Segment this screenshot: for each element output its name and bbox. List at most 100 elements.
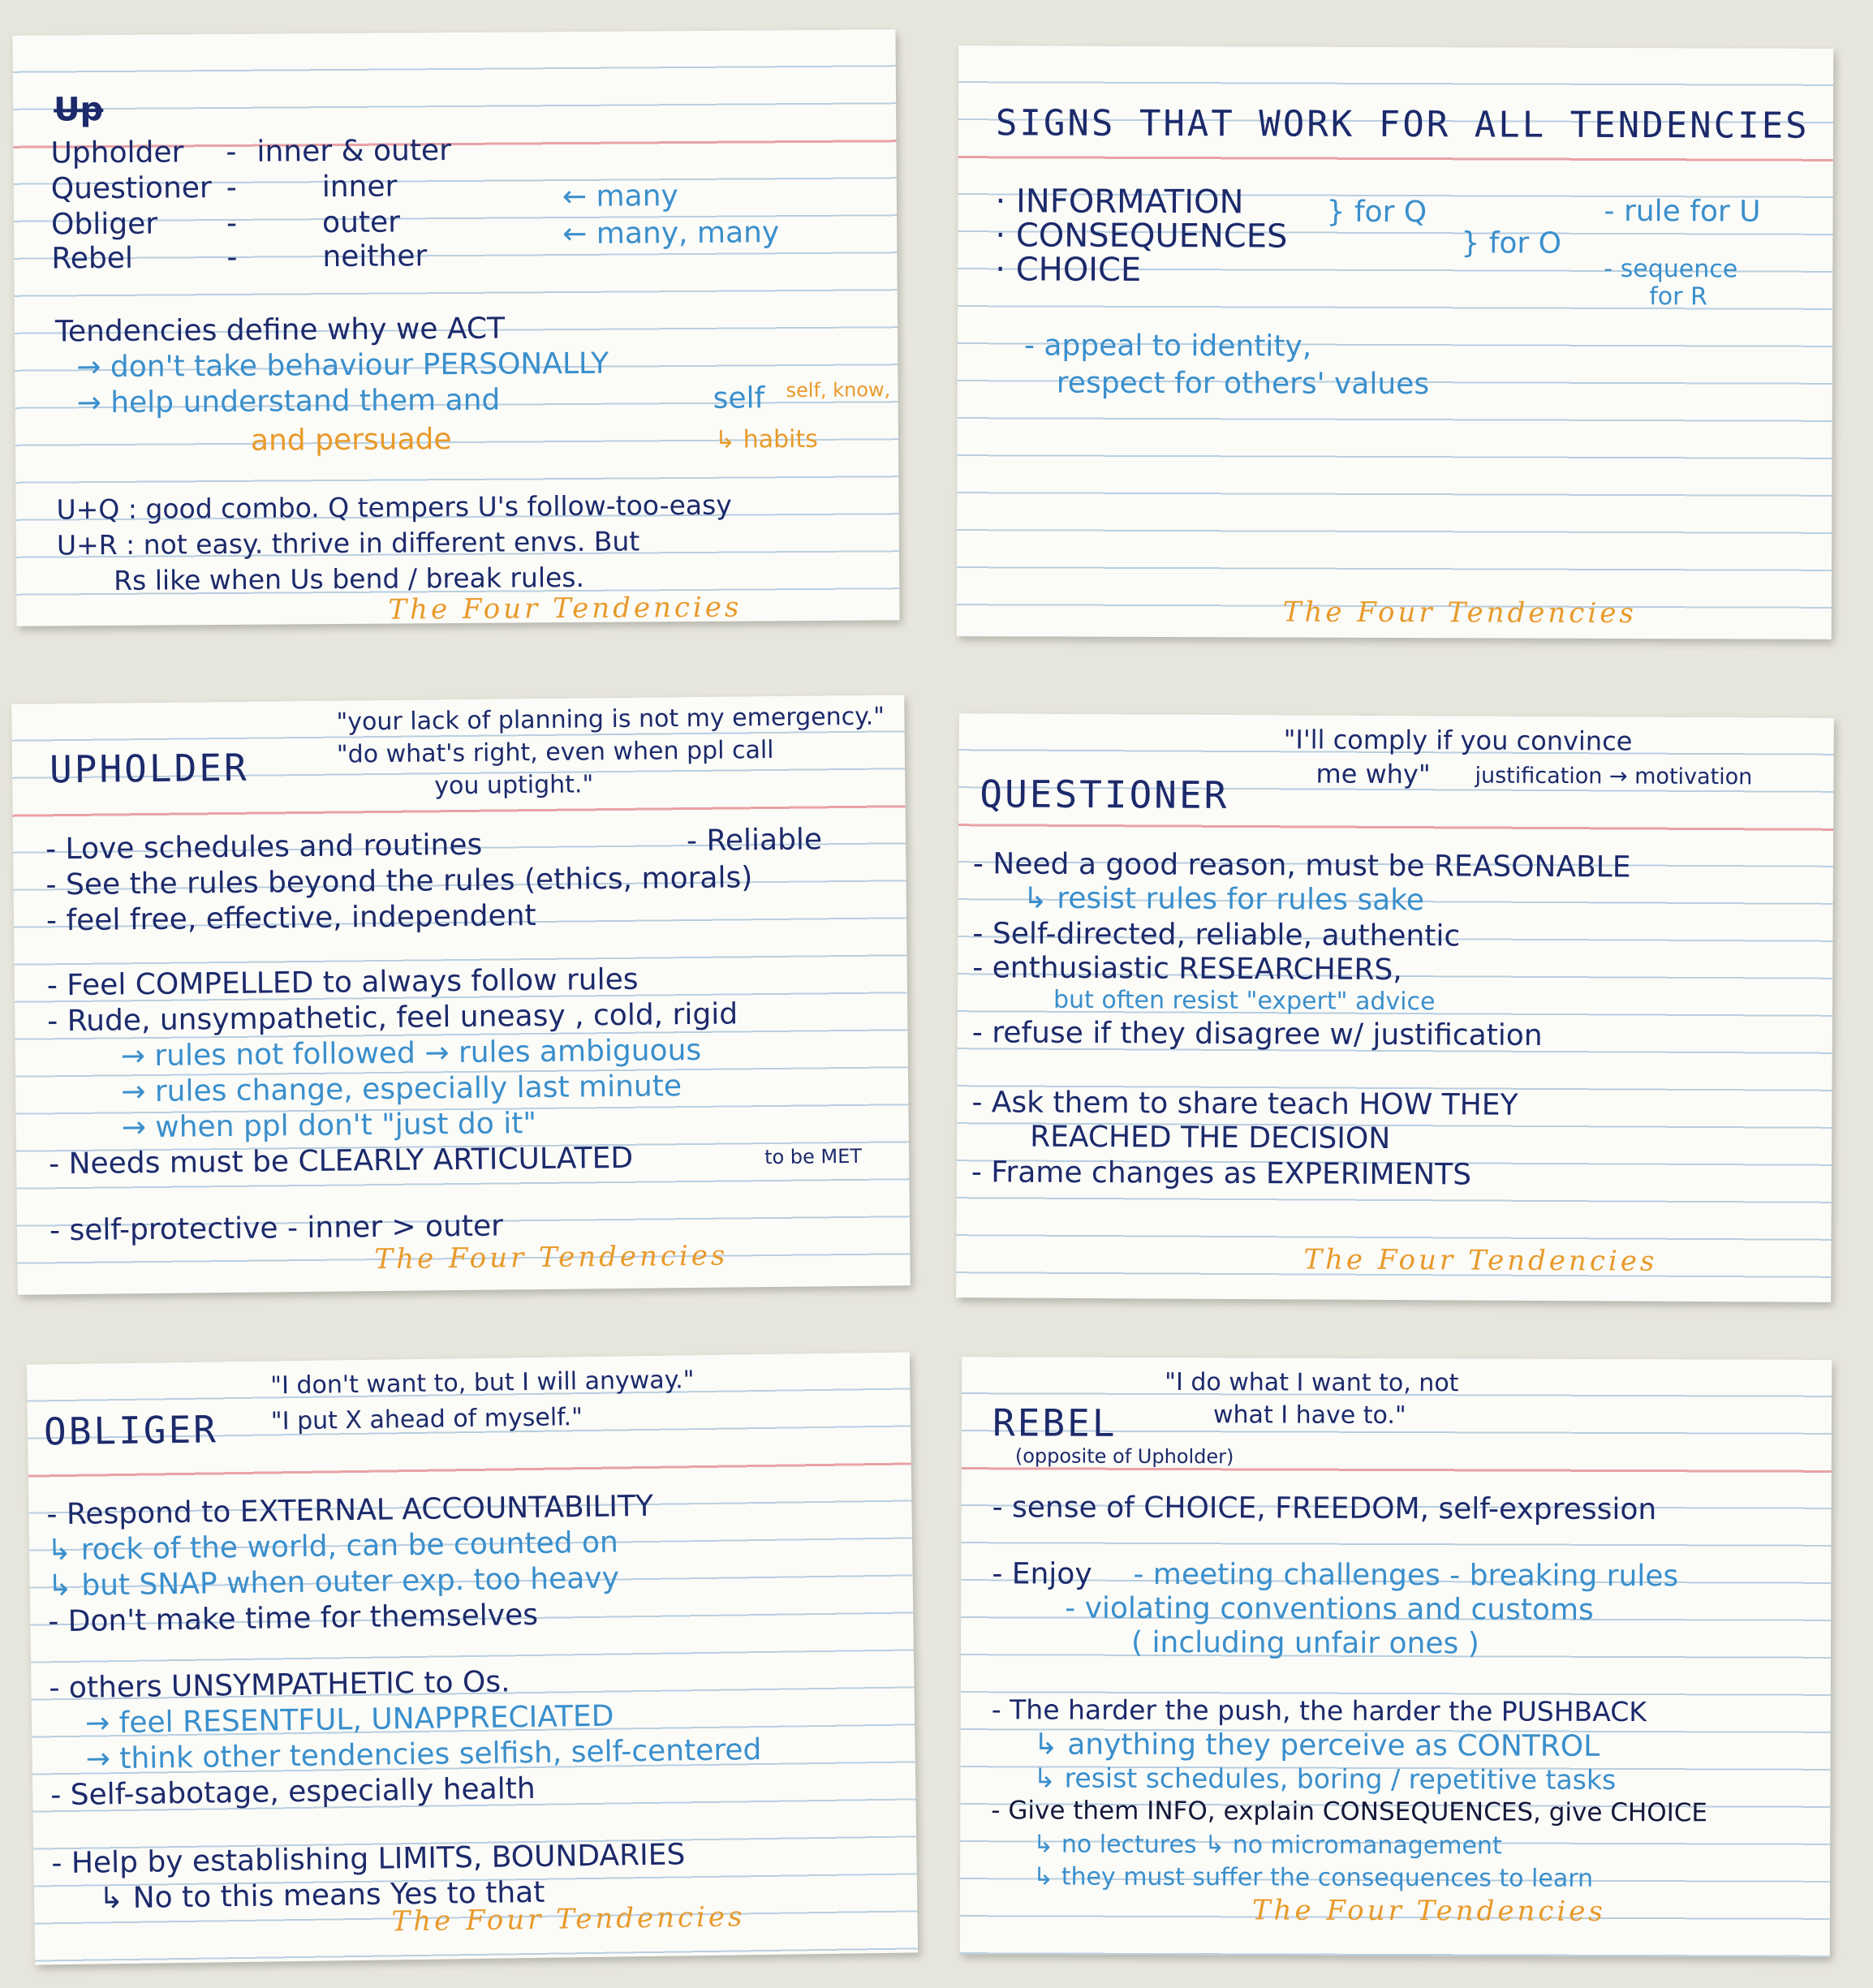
line-self-protective: - self-protective - inner > outer (49, 1209, 504, 1248)
quote-line-3: you uptight." (434, 770, 594, 801)
line-see-rules: - See the rules beyond the rules (ethics… (45, 861, 753, 902)
line-reliable: - Reliable (686, 823, 823, 858)
for-o-bracket: } for O (1461, 226, 1562, 260)
combo-uq-line: U+Q : good combo. Q tempers U's follow-t… (56, 488, 732, 526)
appeal-identity-line: - appeal to identity, (1023, 329, 1312, 364)
for-q-bracket: } for Q (1326, 195, 1427, 230)
row-obliger-name: Obliger (50, 207, 158, 242)
card-title: REBEL (992, 1401, 1117, 1445)
line-frame-changes: - Frame changes as EXPERIMENTS (971, 1155, 1472, 1192)
combo-ur-line: U+R : not easy. thrive in different envs… (56, 525, 640, 562)
line-dont-make-time: - Don't make time for themselves (48, 1598, 539, 1639)
row-questioner-dash: - (226, 170, 237, 204)
row-upholder-value: inner & outer (256, 134, 452, 169)
line-help-limits: - Help by establishing LIMITS, BOUNDARIE… (51, 1838, 686, 1881)
line-self-directed: - Self-directed, reliable, authentic (972, 917, 1461, 953)
line-meeting-challenges: - meeting challenges - breaking rules (1133, 1557, 1679, 1594)
line-ask-share: - Ask them to share teach HOW THEY (971, 1086, 1518, 1122)
index-card-questioner: "I'll comply if you convince me why" jus… (956, 713, 1834, 1302)
quote-line-1: "I don't want to, but I will anyway." (270, 1366, 695, 1401)
card-title: QUESTIONER (980, 772, 1229, 817)
card-footer: The Four Tendencies (1303, 1243, 1658, 1278)
line-resentful: → feel RESENTFUL, UNAPPRECIATED (84, 1699, 614, 1741)
quote-line-2: what I have to." (1212, 1401, 1406, 1431)
quote-line-2: me why" (1315, 758, 1431, 790)
self-word: self (713, 381, 765, 415)
line-needs-articulated: - Needs must be CLEARLY ARTICULATED (48, 1141, 634, 1181)
opposite-of-upholder-note: (opposite of Upholder) (1014, 1444, 1234, 1469)
index-card-signs-for-all: SIGNS THAT WORK FOR ALL TENDENCIES · INF… (956, 45, 1834, 639)
line-including-unfair: ( including unfair ones ) (1130, 1625, 1479, 1661)
sub-rules-change: → rules change, especially last minute (121, 1069, 682, 1109)
to-be-met-note: to be MET (764, 1144, 863, 1169)
for-r-note: for R (1649, 282, 1707, 312)
line-enthusiastic: - enthusiastic RESEARCHERS, (972, 951, 1402, 988)
index-card-obliger: "I don't want to, but I will anyway." "I… (26, 1352, 919, 1965)
row-upholder-dash: - (226, 135, 237, 169)
help-understand-line: → help understand them and (76, 383, 501, 420)
sub-rules-not-followed: → rules not followed → rules ambiguous (120, 1033, 702, 1074)
line-refuse: - refuse if they disagree w/ justificati… (971, 1016, 1543, 1052)
line-suffer-consequences: ↳ they must suffer the consequences to l… (1032, 1862, 1594, 1893)
line-snap: ↳ but SNAP when outer exp. too heavy (47, 1561, 620, 1603)
line-rock-of-world: ↳ rock of the world, can be counted on (46, 1525, 619, 1568)
line-compelled: - Feel COMPELLED to always follow rules (46, 962, 639, 1003)
line-no-lectures: ↳ no lectures ↳ no micromanagement (1033, 1830, 1502, 1861)
combo-rs-line: Rs like when Us bend / break rules. (114, 561, 585, 596)
line-violating: - violating conventions and customs (1065, 1591, 1594, 1627)
dont-take-personally-line: → don't take behaviour PERSONALLY (76, 346, 609, 385)
row-obliger-note: ← many, many (562, 216, 780, 252)
quote-line-2: "do what's right, even when ppl call (336, 735, 774, 769)
line-self-sabotage: - Self-sabotage, especially health (50, 1771, 536, 1813)
line-harder-push: - The harder the push, the harder the PU… (991, 1693, 1647, 1728)
card-title: OBLIGER (43, 1407, 219, 1454)
row-questioner-note: ← many (562, 179, 678, 214)
row-obliger-value: outer (321, 205, 401, 240)
tendencies-define-line: Tendencies define why we ACT (54, 312, 506, 349)
row-rebel-dash: - (226, 240, 238, 274)
card-footer: The Four Tendencies (388, 591, 743, 626)
row-upholder-name: Upholder (50, 136, 184, 170)
line-reached-decision: REACHED THE DECISION (1030, 1120, 1391, 1155)
line-feel-free: - feel free, effective, independent (45, 899, 536, 938)
rule-for-u-note: - rule for U (1604, 194, 1761, 229)
line-need-reason: - Need a good reason, must be REASONABLE (972, 847, 1631, 884)
line-respond: - Respond to EXTERNAL ACCOUNTABILITY (46, 1489, 654, 1532)
index-card-tendencies-overview: Up Upholder - inner & outer Questioner -… (12, 29, 900, 626)
line-rude: - Rude, unsympathetic, feel uneasy , col… (47, 997, 738, 1039)
item-information: · INFORMATION (995, 183, 1244, 222)
row-questioner-value: inner (321, 170, 398, 204)
line-expert-advice: but often resist "expert" advice (1053, 985, 1436, 1017)
line-others-unsympathetic: - others UNSYMPATHETIC to Os. (49, 1665, 510, 1706)
line-give-them-info: - Give them INFO, explain CONSEQUENCES, … (991, 1796, 1708, 1828)
card-footer: The Four Tendencies (374, 1239, 729, 1276)
habits-note: ↳ habits (714, 424, 818, 454)
card-footer: The Four Tendencies (1251, 1894, 1606, 1928)
card-footer: The Four Tendencies (1282, 596, 1637, 630)
quote-line-1: "I do what I want to, not (1165, 1368, 1459, 1398)
and-persuade-line: and persuade (250, 423, 452, 458)
line-anything-control: ↳ anything they perceive as CONTROL (1033, 1728, 1600, 1763)
line-sense-of-choice: - sense of CHOICE, FREEDOM, self-express… (992, 1491, 1657, 1527)
row-obliger-dash: - (226, 206, 238, 240)
card-title: SIGNS THAT WORK FOR ALL TENDENCIES (995, 102, 1810, 147)
index-card-rebel: "I do what I want to, not what I have to… (959, 1357, 1832, 1957)
quote-line-1: "I'll comply if you convince (1283, 724, 1633, 757)
card-title: UPHOLDER (49, 745, 249, 792)
line-resist-schedules: ↳ resist schedules, boring / repetitive … (1033, 1762, 1617, 1796)
item-choice: · CHOICE (995, 251, 1142, 289)
row-rebel-value: neither (322, 239, 428, 274)
justification-note: justification → motivation (1475, 763, 1753, 790)
line-enjoy: - Enjoy (992, 1557, 1092, 1591)
quote-line-1: "your lack of planning is not my emergen… (336, 702, 885, 737)
crossed-out-scribble: Up (53, 91, 104, 129)
line-think-selfish: → think other tendencies selfish, self-c… (85, 1733, 762, 1776)
card-footer: The Four Tendencies (391, 1900, 746, 1939)
row-questioner-name: Questioner (50, 171, 212, 206)
row-rebel-name: Rebel (51, 241, 134, 276)
sub-just-do-it: → when ppl don't "just do it" (121, 1107, 537, 1145)
line-schedules: - Love schedules and routines (45, 828, 483, 867)
quote-line-2: "I put X ahead of myself." (270, 1403, 583, 1436)
line-resist-rules: ↳ resist rules for rules sake (1023, 881, 1425, 918)
self-know-note: self, know, (786, 378, 891, 402)
